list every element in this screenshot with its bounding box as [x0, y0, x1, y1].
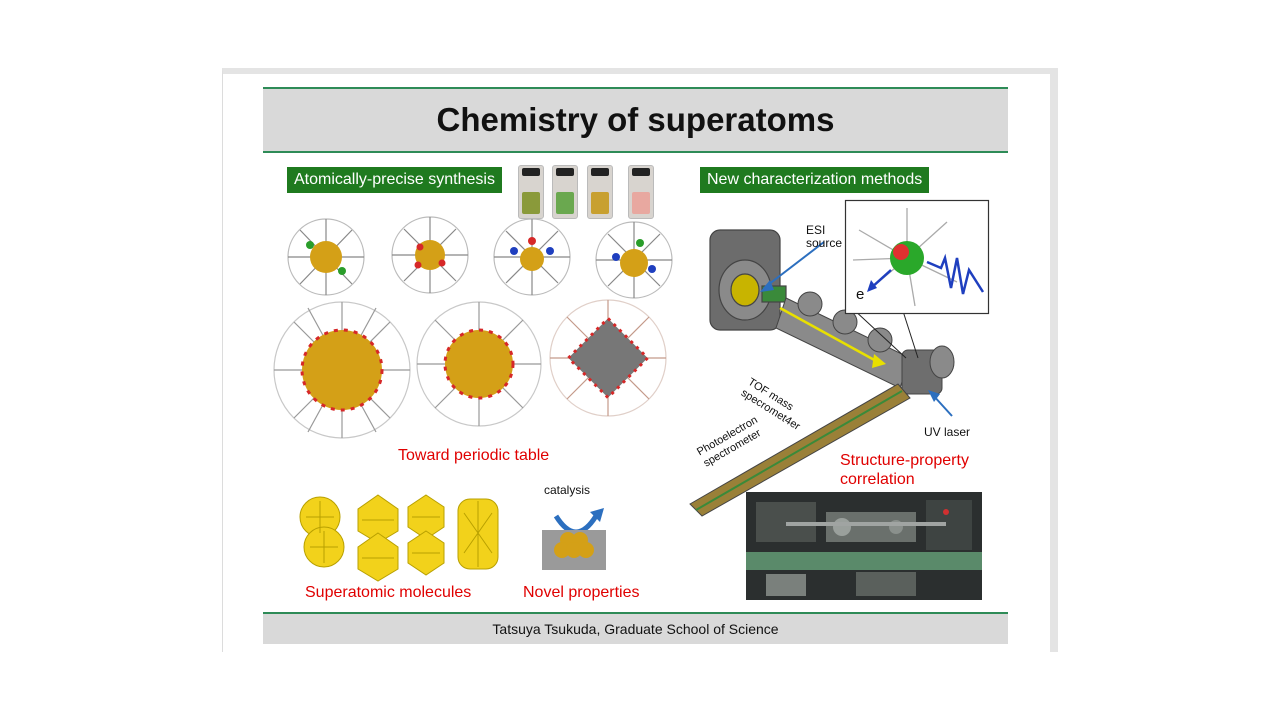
- cluster-core-6: [445, 330, 513, 398]
- vial-3: [587, 165, 613, 219]
- characterization-heading: New characterization methods: [700, 167, 930, 193]
- cluster-core-1: [310, 241, 342, 273]
- superatom-sphere: [890, 241, 924, 275]
- novel-properties-label: Novel properties: [523, 584, 640, 601]
- superatomic-molecules-label: Superatomic molecules: [305, 584, 472, 601]
- laser-wave: [926, 253, 985, 295]
- vial-2: [552, 165, 578, 219]
- vial-1-liquid: [522, 192, 540, 214]
- vial-4-liquid: [632, 192, 650, 214]
- slide-title-bar: Chemistry of superatoms: [263, 87, 1008, 153]
- slide-title: Chemistry of superatoms: [436, 101, 835, 138]
- periodic-table-label: Toward periodic table: [398, 447, 550, 464]
- ion-path: [779, 306, 879, 364]
- uv-laser-label: UV laser: [924, 425, 971, 439]
- esi-arrow: [763, 241, 825, 289]
- photoelectron-tube: [689, 383, 911, 517]
- spectrometer-apparatus: [689, 229, 955, 517]
- vial-4: [628, 165, 654, 219]
- vial-2-liquid: [556, 192, 574, 214]
- catalysis-graphic: [542, 508, 606, 570]
- cluster-core-4: [620, 249, 648, 277]
- superatomic-molecules-graphic: [299, 494, 499, 582]
- cluster-core-3: [520, 247, 544, 271]
- lab-photo: [746, 492, 982, 600]
- synthesis-heading: Atomically-precise synthesis: [287, 167, 502, 193]
- superatom-inset: [844, 199, 990, 315]
- cluster-structures-large: [273, 299, 667, 439]
- correlation-label: Structure-property correlation: [840, 452, 969, 488]
- vial-3-liquid: [591, 192, 609, 214]
- slide-footer: Tatsuya Tsukuda, Graduate School of Scie…: [263, 612, 1008, 644]
- cluster-structures-small: [287, 216, 673, 299]
- esi-source-label: ESI source: [806, 223, 843, 250]
- cluster-core-5: [302, 330, 382, 410]
- catalysis-label: catalysis: [544, 483, 591, 497]
- esi-chamber: [709, 229, 787, 331]
- vial-1: [518, 165, 544, 219]
- detector-block: [901, 345, 955, 395]
- electron-label: e: [856, 286, 865, 303]
